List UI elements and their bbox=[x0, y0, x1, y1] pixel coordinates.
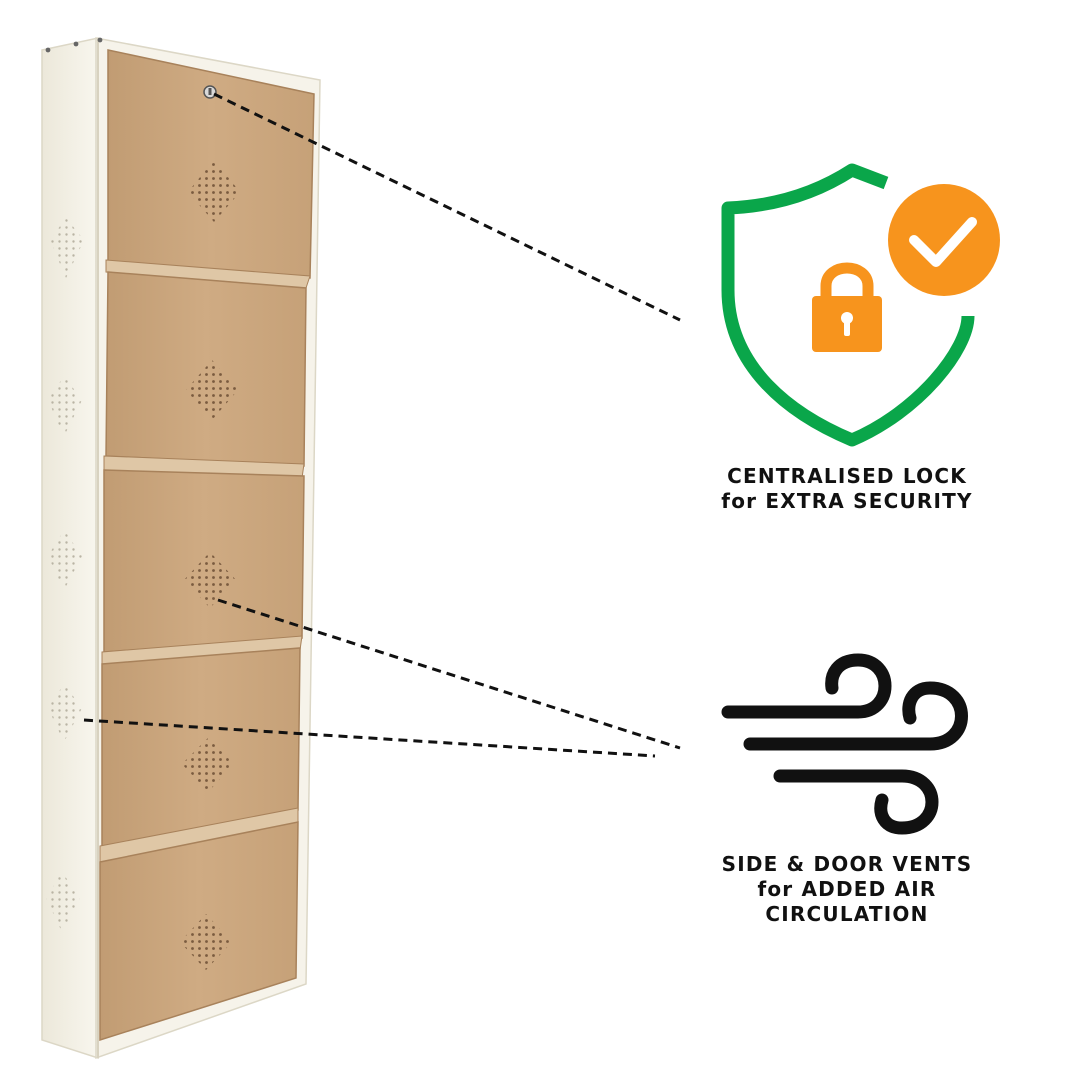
side-vent bbox=[48, 376, 82, 436]
callout-line-side-vent bbox=[83, 718, 656, 758]
vent-feature-caption: SIDE & DOOR VENTS for ADDED AIR CIRCULAT… bbox=[667, 852, 1027, 927]
screw-icon bbox=[45, 47, 51, 53]
callout-lines bbox=[83, 92, 681, 758]
shoe-cabinet bbox=[41, 37, 321, 1060]
side-vent bbox=[46, 872, 80, 932]
cabinet-door bbox=[105, 49, 315, 289]
lock-caption-line-2: for EXTRA SECURITY bbox=[721, 489, 973, 513]
vent-caption-line-2: for ADDED AIR bbox=[757, 877, 937, 901]
door-vent bbox=[182, 738, 234, 792]
shield-lock-check-icon bbox=[721, 163, 1000, 447]
wind-icon bbox=[721, 653, 968, 835]
door-vent bbox=[186, 360, 238, 420]
door-vent bbox=[184, 552, 236, 608]
vent-caption-line-3: CIRCULATION bbox=[765, 902, 929, 926]
side-vent bbox=[48, 530, 82, 590]
cabinet-door bbox=[99, 647, 301, 863]
callout-line-door-vent bbox=[217, 598, 681, 750]
lock-feature-caption: CENTRALISED LOCK for EXTRA SECURITY bbox=[667, 464, 1027, 514]
callout-line-lock bbox=[213, 92, 681, 322]
vent-caption-line-1: SIDE & DOOR VENTS bbox=[721, 852, 973, 876]
screw-icon bbox=[73, 41, 79, 47]
door-vent bbox=[188, 160, 240, 222]
cabinet-door bbox=[103, 271, 307, 479]
checkmark-badge-icon bbox=[888, 184, 1000, 296]
cabinet-door bbox=[99, 821, 299, 1042]
side-vent bbox=[48, 684, 82, 742]
cabinet-door bbox=[101, 469, 305, 667]
side-vent bbox=[50, 218, 84, 278]
lock-caption-line-1: CENTRALISED LOCK bbox=[727, 464, 967, 488]
screw-icon bbox=[97, 37, 103, 43]
door-vent bbox=[180, 914, 232, 970]
shield-outline-icon bbox=[721, 163, 975, 447]
padlock-icon bbox=[812, 262, 882, 352]
